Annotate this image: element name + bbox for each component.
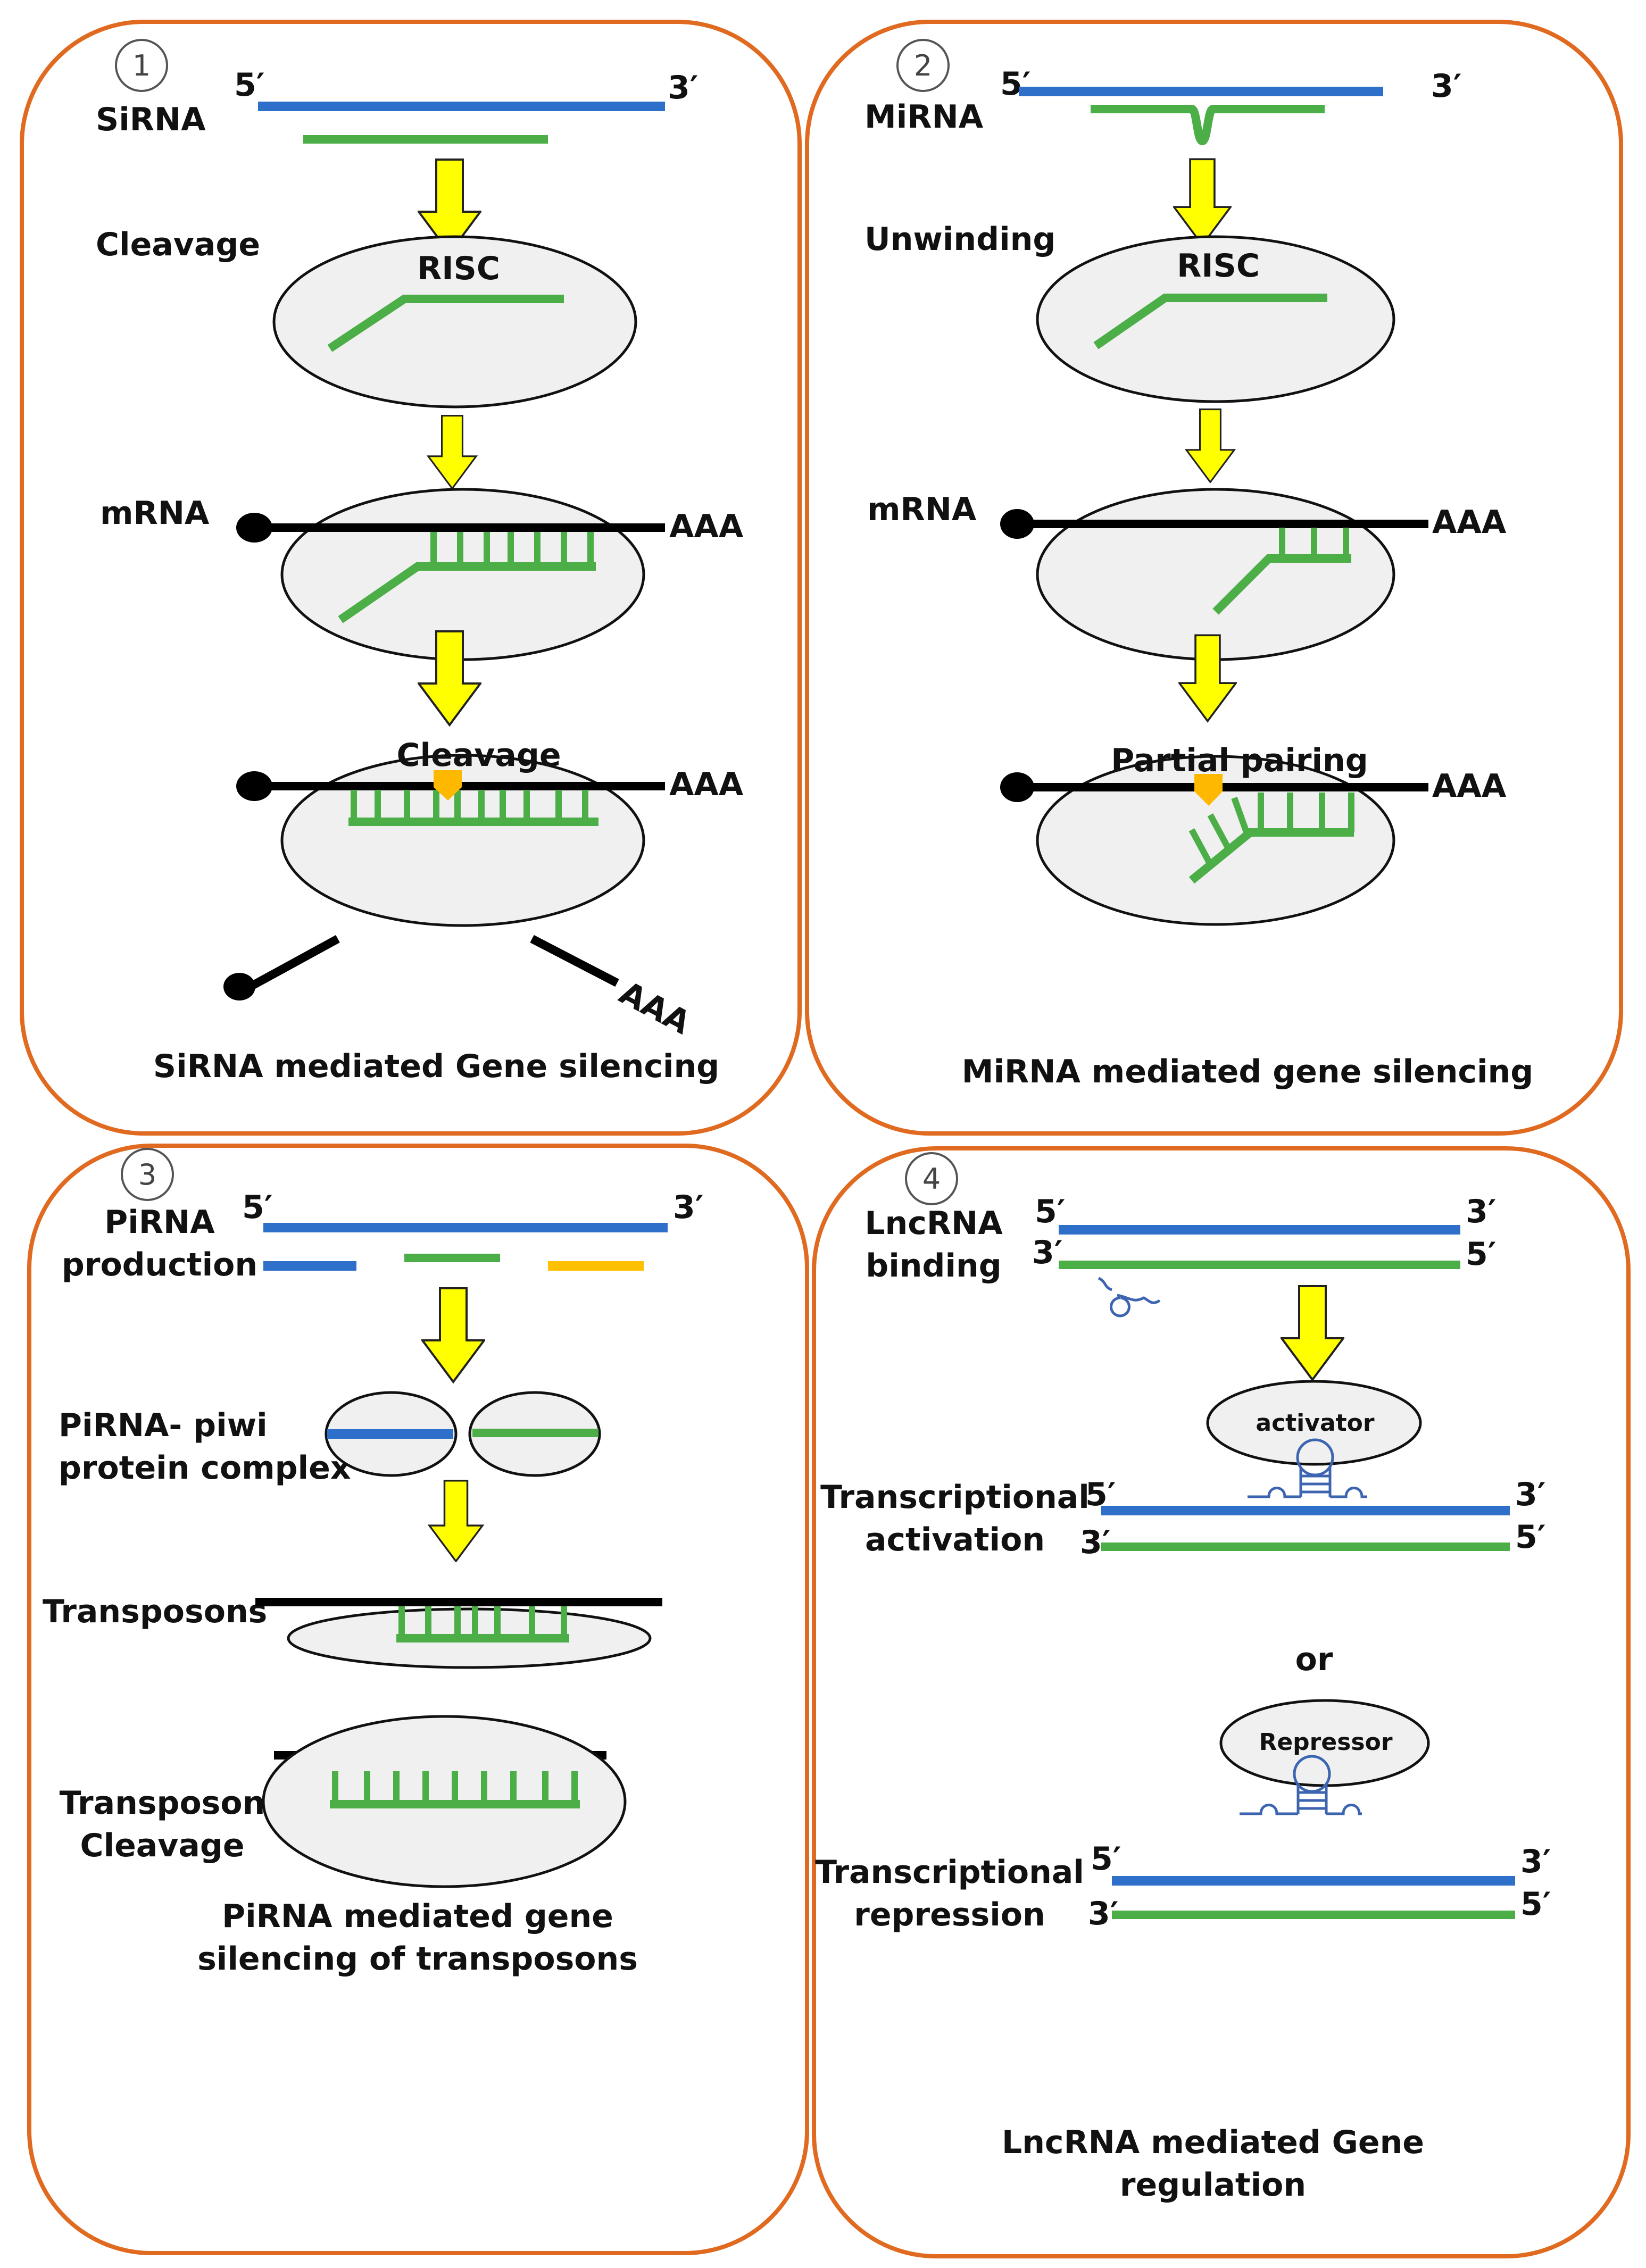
panel-title: MiRNA mediated gene silencing (962, 1053, 1533, 1090)
panel-sirna: 1 5′ 3′ SiRNA Cleavage RISC mRNA AAA (20, 20, 802, 1136)
five-prime-cap-icon (1000, 772, 1034, 802)
repression-label: Transcriptional (815, 1854, 1084, 1891)
panel-title: regulation (1120, 2166, 1306, 2204)
rna-label: MiRNA (864, 98, 984, 136)
panel-title: silencing of transposons (197, 1940, 638, 1978)
mirna-strand-loaded (1093, 294, 1327, 349)
repressor-label: Repressor (1259, 1729, 1392, 1756)
lncrna-hairpin (1248, 1438, 1367, 1498)
poly-a-tail-label: AAA (1432, 504, 1507, 541)
mrna-label: mRNA (100, 495, 210, 532)
activator-protein (1206, 1380, 1422, 1466)
complex-label: protein complex (59, 1449, 351, 1487)
five-prime-label: 5′ (1520, 1886, 1551, 1923)
three-prime-label: 3′ (1515, 1476, 1546, 1513)
risc-complex (272, 235, 637, 408)
cleaved-mrna-fragments (223, 935, 619, 1000)
activation-label: activation (865, 1521, 1045, 1558)
guide-base-pairs (338, 532, 596, 623)
rna-label: production (62, 1246, 257, 1283)
partial-pairing-complex (1036, 755, 1395, 926)
five-prime-label: 5′ (1035, 1193, 1066, 1230)
five-prime-label: 5′ (242, 1189, 273, 1226)
risc-mrna-complex (1036, 488, 1395, 661)
three-prime-label: 3′ (1520, 1843, 1551, 1880)
binding-label: LncRNA (864, 1205, 1003, 1242)
five-prime-cap-icon (236, 771, 272, 801)
five-prime-cap-icon (223, 973, 255, 1000)
cleavage-site-marker-icon (1194, 774, 1223, 806)
panel-border (812, 1146, 1631, 2258)
activator-label: activator (1256, 1410, 1375, 1437)
risc-label: RISC (1177, 247, 1260, 285)
five-prime-label: 5′ (1515, 1519, 1546, 1556)
three-prime-label: 3′ (1431, 68, 1462, 105)
cleavage-site-marker-icon (434, 770, 462, 801)
panel-number-badge: 1 (115, 39, 168, 92)
panel-number: 2 (914, 49, 932, 82)
panel-number: 3 (138, 1158, 156, 1191)
lncrna-hairpin (1240, 1755, 1362, 1815)
repression-label: repression (854, 1896, 1045, 1933)
panel-number: 4 (922, 1162, 941, 1196)
panel-number: 1 (132, 49, 151, 82)
binding-label: binding (866, 1247, 1001, 1285)
five-prime-label: 5′ (234, 66, 265, 104)
step-label-partial-pairing: Partial pairing (1111, 742, 1368, 779)
panel-pirna: 3 5′ 3′ PiRNA production PiRNA- piwi pro… (27, 1144, 809, 2255)
transposon-cleavage-label: Transposon (60, 1785, 265, 1822)
three-prime-label: 3′ (1032, 1234, 1063, 1271)
poly-a-tail-label: AAA (1432, 768, 1507, 805)
three-prime-label: 3′ (673, 1189, 704, 1226)
transposon-cleavage-label: Cleavage (80, 1827, 244, 1864)
rna-label: SiRNA (96, 101, 206, 138)
step-label-cleavage: Cleavage (96, 226, 260, 263)
complex-label: PiRNA- piwi (59, 1407, 268, 1444)
or-label: or (1295, 1641, 1333, 1678)
three-prime-label: 3′ (1466, 1193, 1497, 1230)
pirna-base-pairs (396, 1606, 569, 1642)
rna-label: PiRNA (104, 1204, 215, 1241)
partial-base-pairs (1212, 528, 1351, 615)
guide-strand-loaded (327, 295, 564, 352)
guide-base-pairs (348, 790, 598, 826)
activation-label: Transcriptional (820, 1479, 1090, 1516)
panel-lncrna: 4 LncRNA binding 5′ 3′ 3′ 5′ activator T… (812, 1146, 1631, 2258)
risc-complex (1036, 235, 1395, 403)
five-prime-label: 5′ (1466, 1236, 1497, 1273)
three-prime-label: 3′ (668, 69, 699, 106)
panel-number-badge: 3 (121, 1148, 174, 1201)
mrna-label: mRNA (867, 491, 977, 528)
partial-base-pairs (1188, 793, 1354, 884)
panel-number-badge: 4 (905, 1152, 958, 1205)
panel-mirna: 2 5′ 3′ MiRNA Unwinding RISC mRNA AAA Pa… (805, 20, 1623, 1136)
panel-title: LncRNA mediated Gene (1002, 2124, 1424, 2161)
step-label-cleavage-site: Cleavage (396, 737, 561, 774)
panel-border (27, 1144, 809, 2255)
five-prime-label: 5′ (1000, 65, 1031, 103)
pirna-comb (332, 1771, 578, 1804)
step-label-unwinding: Unwinding (864, 221, 1055, 258)
mirna-strand-with-bulge (1091, 105, 1325, 146)
five-prime-cap-icon (236, 513, 272, 543)
five-prime-cap-icon (1000, 509, 1034, 539)
poly-a-tail-label: AAA (669, 766, 744, 803)
cleavage-complex (280, 754, 645, 927)
lncrna-sketch-icon (1098, 1277, 1161, 1318)
five-prime-label: 5′ (1091, 1840, 1121, 1878)
poly-a-tail-label: AAA (669, 508, 744, 545)
risc-label: RISC (417, 250, 500, 287)
panel-title: SiRNA mediated Gene silencing (153, 1048, 719, 1085)
transposons-label: Transposons (43, 1593, 267, 1630)
panel-number-badge: 2 (896, 39, 950, 92)
panel-title: PiRNA mediated gene (222, 1898, 613, 1935)
